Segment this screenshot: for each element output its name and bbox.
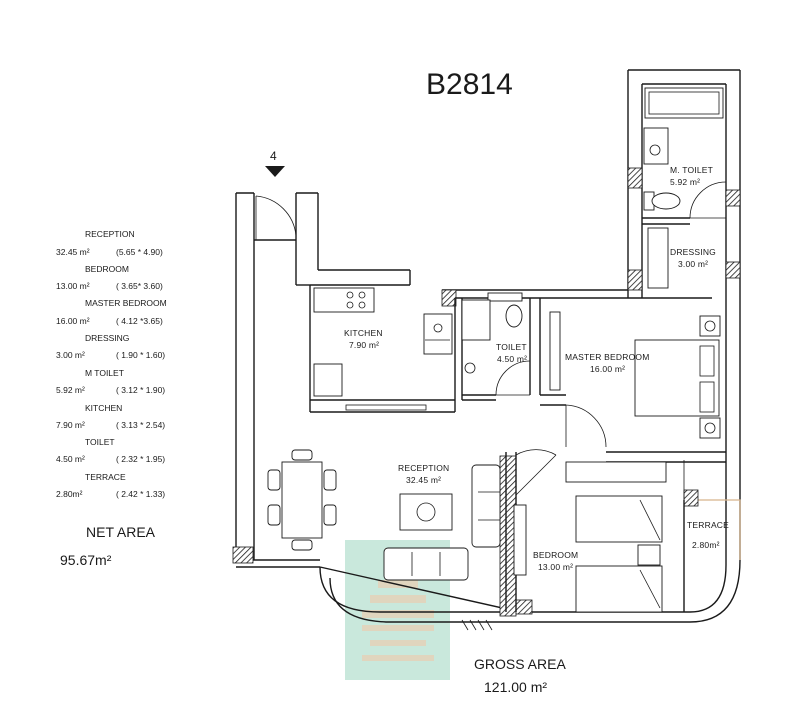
- schedule-area: 16.00 m²: [56, 316, 90, 326]
- column: [725, 261, 741, 279]
- net-area-value: 95.67m²: [60, 552, 112, 568]
- room-area-m-toilet: 5.92 m²: [670, 177, 700, 187]
- net-area-label: NET AREA: [86, 524, 156, 540]
- schedule-area: 5.92 m²: [56, 385, 85, 395]
- m-toilet-fixtures: [643, 87, 724, 289]
- schedule-name: TERRACE: [85, 472, 126, 482]
- schedule-dims: ( 2.42 * 1.33): [116, 489, 165, 499]
- reception-furniture: [267, 449, 527, 581]
- schedule-dims: ( 3.65* 3.60): [116, 281, 163, 291]
- schedule-name: RECEPTION: [85, 229, 135, 239]
- column: [232, 546, 254, 564]
- room-labels: M. TOILET 5.92 m² DRESSING 3.00 m² KITCH…: [344, 165, 729, 572]
- schedule-dims: ( 3.12 * 1.90): [116, 385, 165, 395]
- terrace-outline: [684, 499, 741, 560]
- schedule-area: 3.00 m²: [56, 350, 85, 360]
- column: [515, 599, 533, 615]
- schedule-dims: ( 4.12 *3.65): [116, 316, 163, 326]
- column: [683, 489, 699, 507]
- entrance-number: 4: [270, 149, 277, 163]
- schedule-name: M TOILET: [85, 368, 124, 378]
- kitchen-fixtures: [313, 287, 453, 411]
- schedule-area: 4.50 m²: [56, 454, 85, 464]
- schedule-name: TOILET: [85, 437, 115, 447]
- schedule-area: 2.80m²: [56, 489, 83, 499]
- room-label-toilet: TOILET: [496, 342, 527, 352]
- schedule-name: BEDROOM: [85, 264, 129, 274]
- room-area-dressing: 3.00 m²: [678, 259, 708, 269]
- room-label-bedroom: BEDROOM: [533, 550, 578, 560]
- gross-area-value: 121.00 m²: [484, 679, 547, 695]
- doors: [255, 181, 727, 500]
- column: [627, 167, 643, 189]
- room-area-bedroom: 13.00 m²: [538, 562, 573, 572]
- schedule-name: DRESSING: [85, 333, 129, 343]
- room-label-kitchen: KITCHEN: [344, 328, 383, 338]
- schedule-dims: ( 3.13 * 2.54): [116, 420, 165, 430]
- schedule-name: MASTER BEDROOM: [85, 298, 167, 308]
- room-label-master-bedroom: MASTER BEDROOM: [565, 352, 650, 362]
- column: [725, 189, 741, 207]
- schedule-dims: ( 1.90 * 1.60): [116, 350, 165, 360]
- schedule-area: 32.45 m²: [56, 247, 90, 257]
- exterior-walls: [235, 69, 741, 631]
- room-area-kitchen: 7.90 m²: [349, 340, 379, 350]
- schedule-dims: ( 2.32 * 1.95): [116, 454, 165, 464]
- toilet-fixtures: [461, 292, 523, 374]
- column: [627, 269, 643, 291]
- room-area-master-bedroom: 16.00 m²: [590, 364, 625, 374]
- room-area-toilet: 4.50 m²: [497, 354, 527, 364]
- entrance-arrow-icon: [265, 166, 285, 177]
- bedroom-furniture: [565, 461, 667, 613]
- column: [441, 289, 457, 307]
- room-area-terrace: 2.80m²: [692, 540, 720, 550]
- schedule-area: 13.00 m²: [56, 281, 90, 291]
- schedule-area: 7.90 m²: [56, 420, 85, 430]
- room-label-reception: RECEPTION: [398, 463, 449, 473]
- master-bedroom-furniture: [549, 311, 721, 439]
- unit-code: B2814: [426, 68, 513, 101]
- room-area-reception: 32.45 m²: [406, 475, 441, 485]
- schedule-name: KITCHEN: [85, 403, 122, 413]
- room-schedule: RECEPTION 32.45 m² (5.65 * 4.90) BEDROOM…: [56, 229, 167, 499]
- room-label-m-toilet: M. TOILET: [670, 165, 713, 175]
- room-label-terrace: TERRACE: [687, 520, 729, 530]
- gross-area-label: GROSS AREA: [474, 656, 566, 672]
- schedule-dims: (5.65 * 4.90): [116, 247, 163, 257]
- room-label-dressing: DRESSING: [670, 247, 716, 257]
